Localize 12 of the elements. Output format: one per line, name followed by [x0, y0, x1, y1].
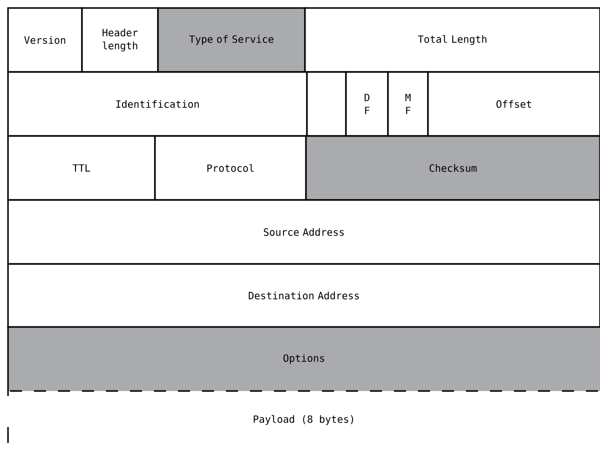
- field-cell: Checksum: [305, 135, 600, 201]
- field-cell: Protocol: [154, 135, 307, 201]
- field-cell: Header length: [81, 7, 159, 73]
- field-cell: [306, 71, 347, 137]
- field-cell: TTL: [7, 135, 156, 201]
- field-cell: Version: [7, 7, 83, 73]
- field-cell: D F: [345, 71, 389, 137]
- payload-label: Payload (8 bytes): [254, 415, 354, 425]
- field-cell: M F: [387, 71, 429, 137]
- field-cell: Destination Address: [7, 263, 600, 328]
- field-cell: Type of Service: [157, 7, 306, 73]
- field-cell: Options: [7, 326, 600, 396]
